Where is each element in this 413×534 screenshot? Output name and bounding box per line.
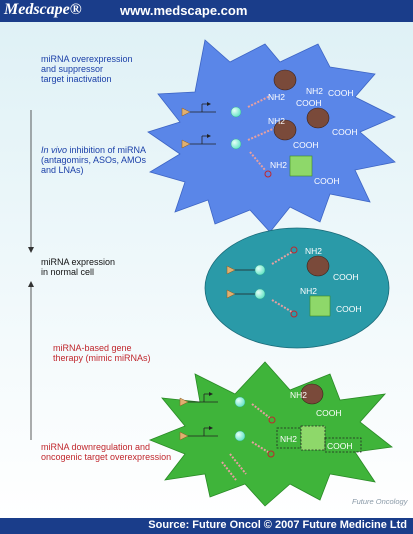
up-arrow-head	[28, 281, 34, 287]
svg-text:NH2: NH2	[306, 86, 323, 96]
svg-text:COOH: COOH	[327, 441, 353, 451]
svg-text:COOH: COOH	[316, 408, 342, 418]
svg-text:COOH: COOH	[296, 98, 322, 108]
normal-cell: NH2 COOH NH2 COOH	[204, 227, 390, 349]
svg-text:In vivo inhibition of miRNA: In vivo inhibition of miRNA	[41, 145, 146, 155]
svg-text:COOH: COOH	[293, 140, 319, 150]
label-normal: miRNA expression in normal cell	[41, 257, 115, 277]
label-downregulation: miRNA downregulation and oncogenic targe…	[41, 442, 171, 462]
svg-text:miRNA downregulation and: miRNA downregulation and	[41, 442, 150, 452]
svg-text:and LNAs): and LNAs)	[41, 165, 84, 175]
label-gene-therapy: miRNA-based gene therapy (mimic miRNAs)	[53, 343, 151, 363]
svg-text:COOH: COOH	[332, 127, 358, 137]
svg-text:and suppressor: and suppressor	[41, 64, 103, 74]
svg-text:miRNA expression: miRNA expression	[41, 257, 115, 267]
svg-text:miRNA overexpression: miRNA overexpression	[41, 54, 133, 64]
svg-text:target inactivation: target inactivation	[41, 74, 112, 84]
svg-text:(antagomirs, ASOs, AMOs: (antagomirs, ASOs, AMOs	[41, 155, 147, 165]
svg-text:NH2: NH2	[268, 116, 285, 126]
footer-bar: Source: Future Oncol © 2007 Future Medic…	[0, 518, 413, 534]
svg-text:NH2: NH2	[290, 390, 307, 400]
svg-text:COOH: COOH	[328, 88, 354, 98]
svg-text:therapy (mimic miRNAs): therapy (mimic miRNAs)	[53, 353, 151, 363]
svg-text:NH2: NH2	[305, 246, 322, 256]
medscape-logo: Medscape®	[4, 1, 82, 18]
blue-tumor-cell: NH2 COOH NH2 COOH NH2 COOH COOH NH2 COOH	[147, 39, 396, 233]
svg-text:oncogenic target overexpressio: oncogenic target overexpression	[41, 452, 171, 462]
svg-text:COOH: COOH	[333, 272, 359, 282]
source-citation: Source: Future Oncol © 2007 Future Medic…	[148, 519, 407, 531]
svg-text:COOH: COOH	[314, 176, 340, 186]
header-bar: Medscape® www.medscape.com	[0, 0, 413, 22]
svg-text:in normal cell: in normal cell	[41, 267, 94, 277]
svg-text:NH2: NH2	[270, 160, 287, 170]
svg-text:COOH: COOH	[336, 304, 362, 314]
svg-text:miRNA-based gene: miRNA-based gene	[53, 343, 132, 353]
svg-text:NH2: NH2	[300, 286, 317, 296]
svg-text:NH2: NH2	[268, 92, 285, 102]
down-arrow-head	[28, 247, 34, 253]
green-tumor-cell: NH2 COOH NH2 COOH	[148, 361, 393, 507]
svg-text:NH2: NH2	[280, 434, 297, 444]
site-url[interactable]: www.medscape.com	[120, 3, 248, 18]
label-overexpression: miRNA overexpression and suppressor targ…	[41, 54, 133, 84]
label-inhibition: In vivo inhibition of miRNA (antagomirs,…	[41, 145, 147, 175]
future-oncology-credit: Future Oncology	[352, 497, 409, 506]
mirna-diagram: miRNA overexpression and suppressor targ…	[0, 22, 413, 518]
